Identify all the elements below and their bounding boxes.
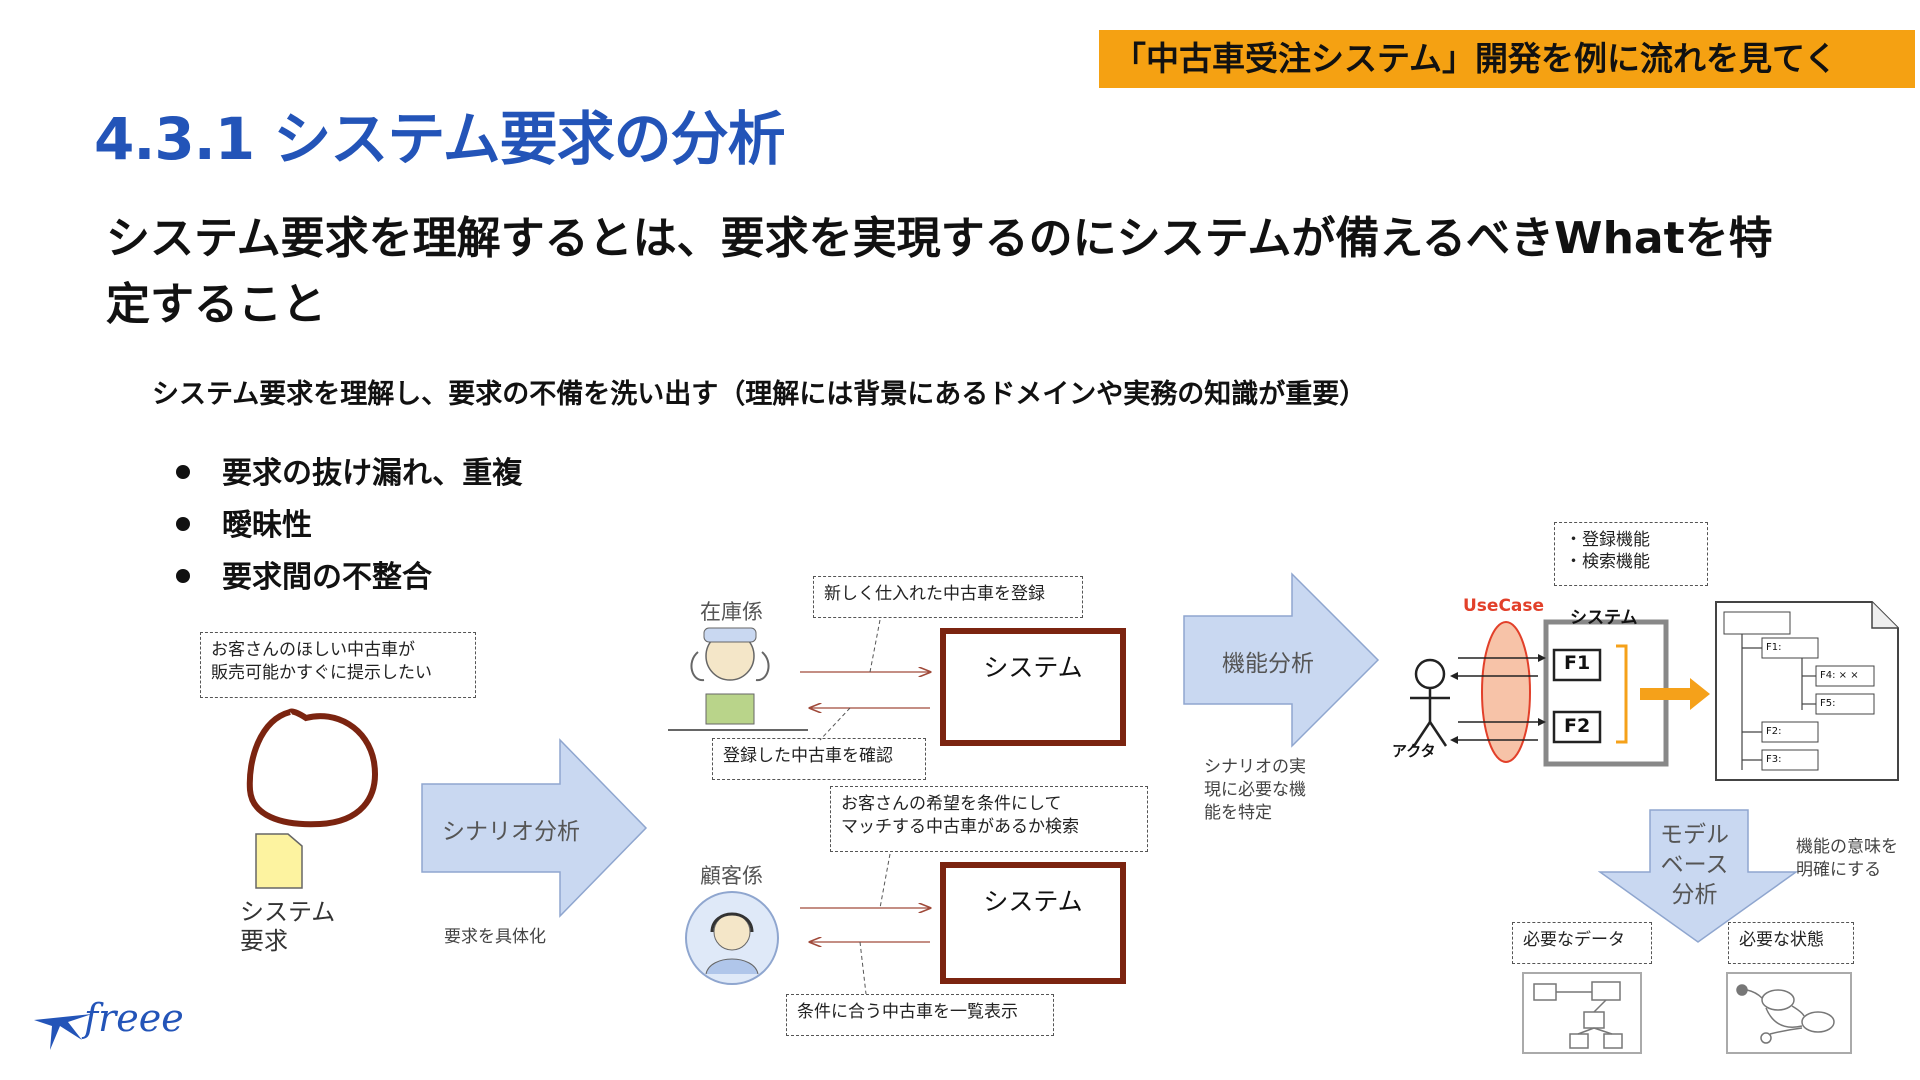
- freee-bird-icon: [34, 1014, 92, 1050]
- bullet-item: 曖昧性: [176, 500, 522, 552]
- stock-clerk-icon: [668, 627, 808, 731]
- headline: システム要求を理解するとは、要求を実現するのにシステムが備えるべきWhatを特定…: [106, 213, 1773, 330]
- bullet-item: 要求の抜け漏れ、重複: [176, 448, 522, 500]
- customer-clerk-icon: [685, 891, 779, 985]
- system-box-customer: システム: [940, 862, 1126, 984]
- system-box-stock: システム: [940, 628, 1126, 746]
- diagram-left-graphics: [246, 708, 378, 889]
- function-arrow: [1183, 572, 1380, 748]
- scenario-caption: 要求を具体化: [444, 927, 546, 947]
- usecase-diagram: [1410, 619, 1710, 767]
- f1-box: [1552, 648, 1602, 682]
- tree-node: F3:: [1766, 754, 1782, 765]
- model-arrow-label: モデル ベース 分析: [1660, 822, 1729, 908]
- data-model-diagram-icon: [1522, 972, 1642, 1054]
- hand-drawn-circle-icon: [246, 708, 378, 828]
- features-note: ・登録機能 ・検索機能: [1554, 522, 1708, 586]
- tree-node: F4: × ×: [1820, 670, 1859, 681]
- usecase-ellipse-icon: [1481, 621, 1531, 763]
- needed-data-note: 必要なデータ: [1512, 922, 1652, 964]
- tree-node: F1:: [1766, 642, 1782, 653]
- state-diagram-icon: [1726, 972, 1852, 1054]
- list-note: 条件に合う中古車を一覧表示: [786, 994, 1054, 1036]
- bullet-dot-icon: [176, 516, 190, 531]
- scenario-arrow: [421, 738, 648, 918]
- bullet-list: 要求の抜け漏れ、重複 曖昧性 要求間の不整合: [176, 448, 522, 604]
- freee-logo: freee: [84, 996, 184, 1040]
- actor-icon: [1410, 658, 1450, 747]
- tree-node: F2:: [1766, 726, 1782, 737]
- usecase-label: UseCase: [1463, 596, 1545, 616]
- document-icon: [255, 833, 303, 889]
- spec-document-icon: [1715, 601, 1899, 781]
- topic-banner: 「中古車受注システム」開発を例に流れを見てく: [1099, 30, 1915, 88]
- model-caption: 機能の意味を 明確にする: [1796, 837, 1898, 880]
- bullet-item: 要求間の不整合: [176, 552, 522, 604]
- needed-state-note: 必要な状態: [1728, 922, 1854, 964]
- actor-label: アクタ: [1392, 742, 1436, 760]
- customer-role-label: 顧客係: [700, 864, 763, 888]
- f2-box: [1552, 710, 1602, 744]
- tree-node: F5:: [1820, 698, 1836, 709]
- page-title: 4.3.1 システム要求の分析: [94, 105, 786, 173]
- f2-label: F2: [1564, 715, 1591, 737]
- model-arrow: [1598, 809, 1798, 943]
- search-note: お客さんの希望を条件にして マッチする中古車があるか検索: [830, 786, 1148, 852]
- doc-label: システム 要求: [240, 898, 336, 955]
- subheading: システム要求を理解し、要求の不備を洗い出す（理解には背景にあるドメインや実務の知…: [152, 379, 1367, 410]
- confirm-note: 登録した中古車を確認: [712, 738, 926, 780]
- bullet-dot-icon: [176, 568, 190, 583]
- register-note: 新しく仕入れた中古車を登録: [813, 576, 1083, 618]
- usecase-system-label: システム: [1570, 608, 1638, 628]
- message-arrows: [800, 619, 990, 995]
- customer-wish-note: お客さんのほしい中古車が 販売可能かすぐに提示したい: [200, 632, 476, 698]
- function-caption: シナリオの実 現に必要な機 能を特定: [1204, 757, 1306, 823]
- scenario-arrow-label: シナリオ分析: [442, 819, 580, 845]
- function-arrow-label: 機能分析: [1222, 651, 1314, 677]
- orange-arrow-icon: [1640, 678, 1710, 710]
- bullet-dot-icon: [176, 464, 190, 479]
- stock-role-label: 在庫係: [700, 600, 763, 624]
- f1-label: F1: [1564, 652, 1591, 674]
